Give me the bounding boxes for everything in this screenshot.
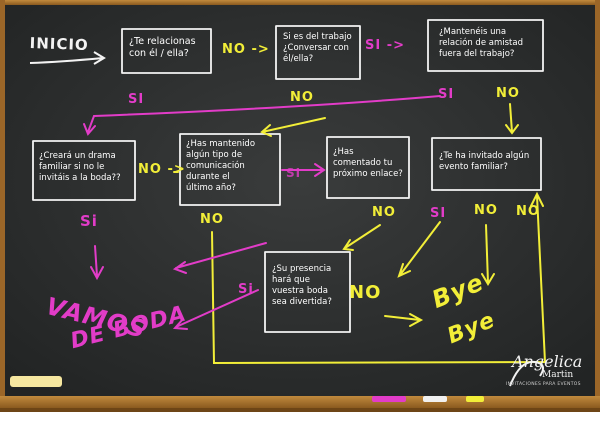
edge-label-si6: SI xyxy=(286,166,302,180)
chalk-piece-pink xyxy=(372,396,406,402)
node-q4-line1: ¿Creará un drama xyxy=(39,151,116,161)
node-q2-trabajo: Si es del trabajo ¿Conversar con él/ella… xyxy=(283,32,352,65)
node-q5-line4: durante el xyxy=(186,172,230,182)
node-q4-drama: ¿Creará un drama familiar si no le invit… xyxy=(39,151,121,184)
arrow-q7-no-to-bye-2 xyxy=(397,221,441,278)
node-q2-line2: ¿Conversar con xyxy=(283,43,349,53)
edge-label-si1: SI -> xyxy=(365,38,406,53)
node-q1-relacionas: ¿Te relacionas con él / ella? xyxy=(129,36,196,60)
chalk-piece-white xyxy=(423,396,447,402)
arrow-q3-si-to-q4 xyxy=(83,95,441,136)
node-q1-line1: ¿Te relacionas xyxy=(129,36,196,47)
edge-label-no5: NO xyxy=(200,212,224,227)
edge-label-no3: NO xyxy=(496,86,520,101)
node-q7-evento: ¿Te ha invitado algún evento familiar? xyxy=(439,151,529,173)
edge-label-no7: NO xyxy=(474,203,498,218)
chalk-tray xyxy=(0,396,600,408)
node-q8-line3: vuestra boda xyxy=(272,286,329,296)
box-q1 xyxy=(121,28,212,74)
node-q5-line2: algún tipo de xyxy=(186,150,243,160)
edge-label-si5: SI xyxy=(430,206,447,221)
box-q8 xyxy=(264,251,351,333)
edge-label-si4: Si xyxy=(80,212,98,230)
node-q5-line5: último año? xyxy=(186,183,236,193)
node-q3-line1: ¿Mantenéis una xyxy=(439,27,507,37)
box-q2 xyxy=(275,25,361,80)
arrow-q8-no-to-bye xyxy=(384,313,424,327)
edge-label-si2: SI xyxy=(128,92,145,107)
chalk-piece-yellow xyxy=(10,376,62,387)
box-q5 xyxy=(179,133,281,206)
edge-label-no8: NO xyxy=(516,204,540,219)
node-q4-line2: familiar si no le xyxy=(39,162,105,172)
box-q4 xyxy=(32,140,136,201)
node-q3-line2: relación de amistad xyxy=(439,38,523,48)
node-q5-line1: ¿Has mantenido xyxy=(186,139,256,149)
arrow-q2-no-to-q5 xyxy=(260,117,326,137)
node-q6-line3: próximo enlace? xyxy=(333,169,403,179)
edge-label-si7: Si xyxy=(238,282,254,297)
node-q8-line1: ¿Su presencia xyxy=(272,264,332,274)
node-q7-line1: ¿Te ha invitado algún xyxy=(439,151,530,161)
node-q8-line2: hará que xyxy=(272,275,311,285)
box-q6 xyxy=(326,136,410,199)
chalk-piece-yellow-2 xyxy=(466,396,484,402)
edge-label-no9: NO xyxy=(349,282,382,303)
arrow-q5-si-across xyxy=(281,163,326,177)
board-frame-right xyxy=(595,0,600,400)
edge-label-no6: NO xyxy=(372,205,396,220)
node-q6-enlace: ¿Has comentado tu próximo enlace? xyxy=(333,147,403,180)
arrow-q8-si-to-vamos xyxy=(172,289,259,330)
node-q5-line3: comunicación xyxy=(186,161,245,171)
start-arrow xyxy=(29,51,106,65)
logo-swirl xyxy=(509,360,545,387)
arrow-q6-no-to-q8 xyxy=(342,224,381,251)
start-label: INICIO xyxy=(29,34,90,55)
arrow-q5-si-pink xyxy=(172,242,267,274)
box-q7 xyxy=(431,137,542,191)
logo-name: Angelica xyxy=(512,352,583,371)
arrow-q3-no-to-q7 xyxy=(505,103,519,135)
node-q5-comunicacion: ¿Has mantenido algún tipo de comunicació… xyxy=(186,139,255,194)
arrow-q7-no-to-bye xyxy=(481,224,495,286)
edge-label-no4: NO -> xyxy=(138,162,186,177)
board-frame-left xyxy=(0,0,5,400)
edge-label-no1: NO -> xyxy=(222,42,270,57)
node-q6-line1: ¿Has xyxy=(333,147,354,157)
node-q3-line3: fuera del trabajo? xyxy=(439,49,515,59)
node-q2-line1: Si es del trabajo xyxy=(283,32,352,42)
logo-name-2: Martin xyxy=(542,370,574,380)
node-q1-line2: con él / ella? xyxy=(129,48,189,59)
box-q3 xyxy=(427,19,544,72)
node-q3-amistad: ¿Mantenéis una relación de amistad fuera… xyxy=(439,27,523,60)
chalk-tray-shadow xyxy=(0,408,600,412)
node-q4-line3: invitáis a la boda?? xyxy=(39,173,121,183)
brand-logo: Angelica Martin INVITACIONES PARA EVENTO… xyxy=(500,352,600,392)
arrow-q4-si-down xyxy=(90,245,104,281)
edge-label-si3: SI xyxy=(438,87,455,102)
board-frame-top xyxy=(0,0,600,5)
node-q7-line2: evento familiar? xyxy=(439,162,508,172)
arrow-q5-no-down xyxy=(211,191,547,365)
node-q8-line4: sea divertida? xyxy=(272,297,332,307)
logo-tagline: INVITACIONES PARA EVENTOS xyxy=(506,382,581,387)
node-q2-line3: él/ella? xyxy=(283,54,314,64)
edge-label-no2: NO xyxy=(290,90,314,105)
node-q6-line2: comentado tu xyxy=(333,158,393,168)
node-q8-divertida: ¿Su presencia hará que vuestra boda sea … xyxy=(272,264,332,308)
